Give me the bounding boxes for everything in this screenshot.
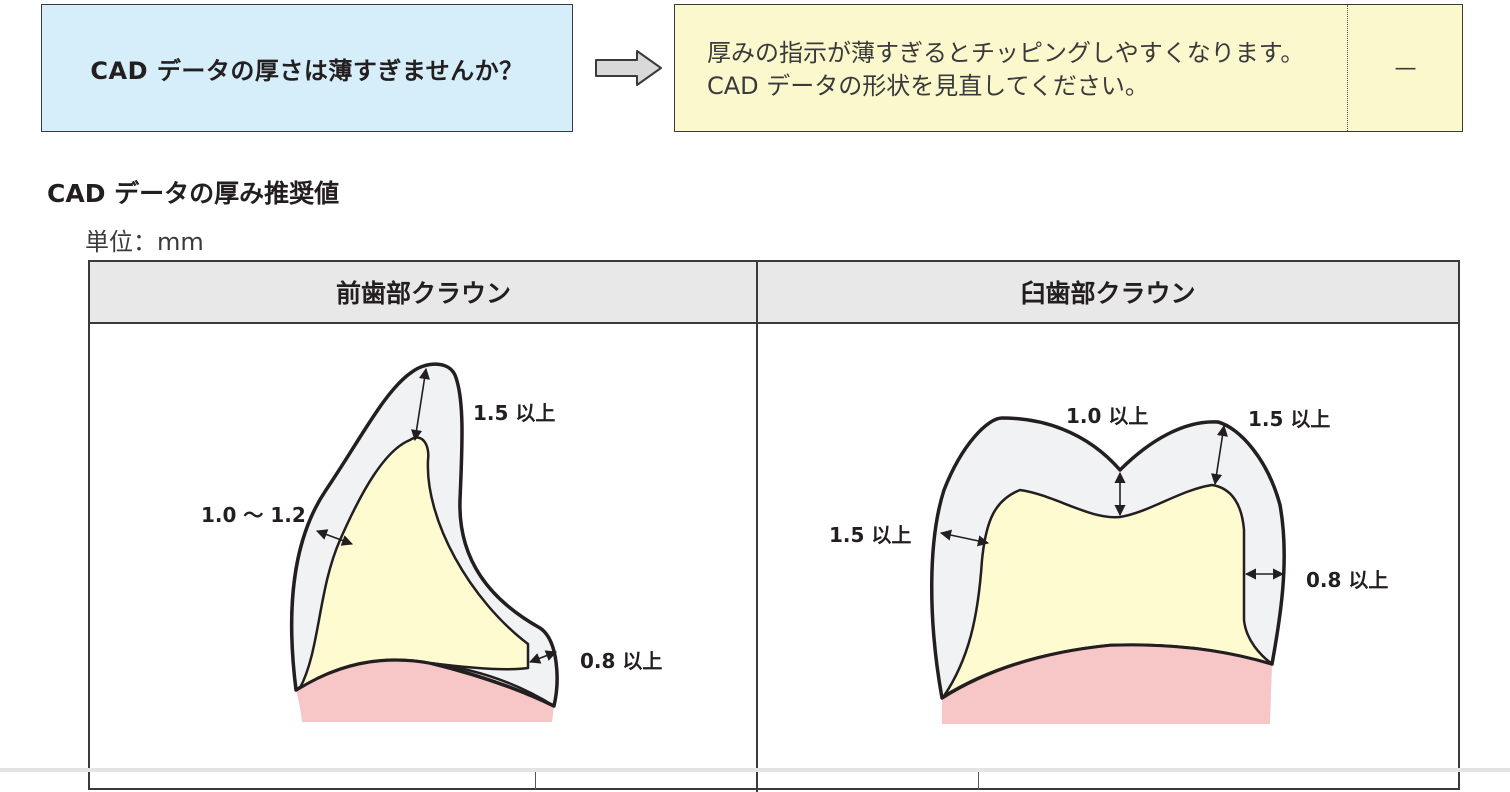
molar-left-arrow [939, 529, 990, 547]
answer-text: 厚みの指示が薄すぎるとチッピングしやすくなります。CAD データの形状を見直して… [707, 39, 1305, 100]
molar-crown-diagram [929, 416, 1286, 724]
thickness-table: 前歯部クラウン 臼歯部クラウン [88, 260, 1460, 792]
anterior-margin-label: 0.8 以上 [580, 649, 663, 673]
anterior-incisal-label: 1.5 以上 [473, 401, 556, 425]
anterior-labial-arrow [315, 529, 354, 546]
answer-box: 厚みの指示が薄すぎるとチッピングしやすくなります。CAD データの形状を見直して… [674, 4, 1463, 132]
unit-label: 単位：mm [85, 228, 204, 256]
right-arrow-icon [595, 50, 662, 86]
table-cell-divider [978, 770, 979, 790]
section-title: CAD データの厚み推奨値 [47, 179, 340, 208]
molar-cusp-label: 1.5 以上 [1248, 407, 1331, 431]
table-cell-divider [535, 770, 536, 790]
molar-cusp-arrow [1211, 424, 1228, 486]
table-column-divider [756, 262, 758, 792]
table-header-anterior: 前歯部クラウン [90, 262, 757, 324]
header-molar-label: 臼歯部クラウン [1020, 279, 1196, 308]
anterior-margin-arrow [528, 650, 558, 664]
question-box: CAD データの厚さは薄すぎませんか？ [41, 4, 573, 132]
answer-side-value: — [1394, 55, 1417, 81]
anterior-incisal-arrow [411, 367, 430, 442]
molar-gum [942, 644, 1272, 724]
molar-side-left-label: 1.5 以上 [829, 523, 912, 547]
crown-diagrams [289, 362, 1286, 724]
molar-center-label: 1.0 以上 [1066, 404, 1149, 428]
answer-divider [1347, 5, 1348, 131]
molar-side-right-label: 0.8 以上 [1306, 568, 1389, 592]
header-anterior-label: 前歯部クラウン [335, 279, 511, 308]
anterior-labial-label: 1.0 〜 1.2 [201, 503, 306, 527]
bottom-strip [0, 768, 1510, 772]
anterior-crown-diagram [289, 362, 559, 722]
table-header-molar: 臼歯部クラウン [758, 262, 1458, 324]
question-text: CAD データの厚さは薄すぎませんか？ [90, 56, 524, 85]
